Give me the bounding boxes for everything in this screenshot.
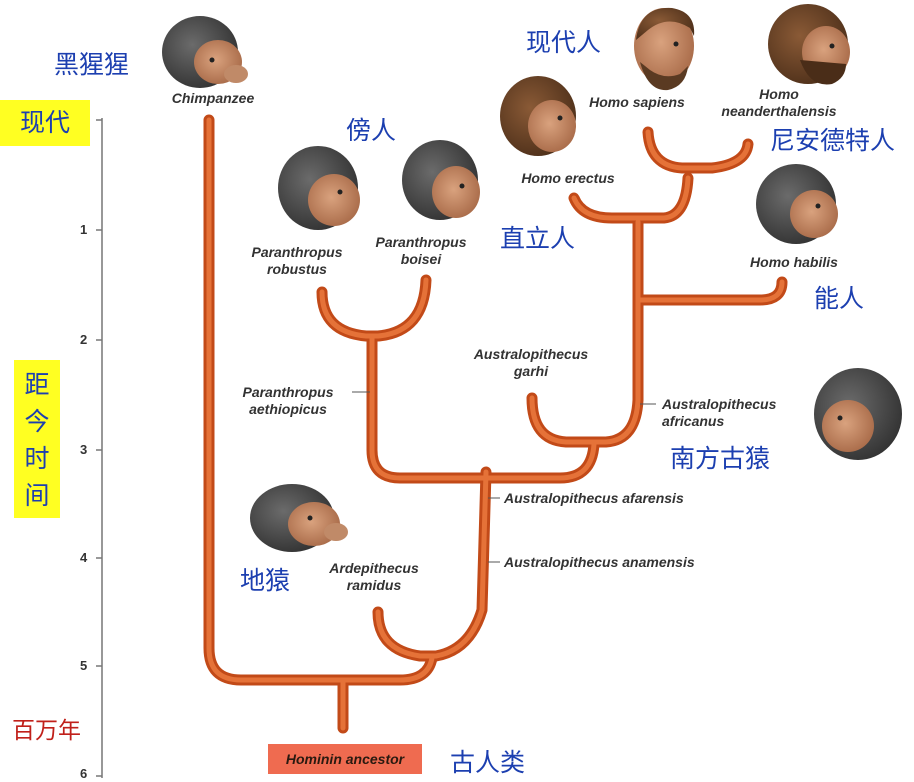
species-name-line: Ardepithecus	[329, 560, 419, 576]
species-name-line: aethiopicus	[249, 401, 327, 417]
paranthropus-boisei-head-icon	[402, 140, 480, 220]
species-label-paranthropus-robustus: Paranthropus robustus	[242, 244, 352, 278]
cn-label-paranthropus: 傍人	[346, 116, 397, 145]
species-label-australopithecus-garhi: Australopithecus garhi	[456, 346, 606, 380]
paranthropus-robustus-head-icon	[278, 146, 360, 230]
time-label-char: 今	[24, 407, 50, 436]
cn-label-modern-human: 现代人	[526, 28, 602, 57]
tick-label: 4	[80, 550, 88, 565]
unit-label: 百万年	[12, 718, 81, 744]
chimpanzee-head-icon	[162, 16, 248, 88]
tick-label: 3	[80, 442, 88, 457]
time-axis	[96, 118, 103, 778]
species-label-homo-erectus: Homo erectus	[521, 170, 615, 186]
species-name-line: Australopithecus	[662, 396, 777, 412]
species-name-line: robustus	[267, 261, 327, 277]
species-name-line: garhi	[513, 363, 549, 379]
species-name-line: Paranthropus	[375, 234, 467, 250]
cn-label-ancestor: 古人类	[450, 748, 526, 777]
tick-label: 6	[80, 766, 88, 781]
time-label-char: 时	[24, 444, 50, 473]
species-name-line: ramidus	[346, 577, 402, 593]
species-label-paranthropus-aethiopicus: Paranthropus aethiopicus	[226, 384, 350, 418]
cn-label-ardipithecus: 地猿	[240, 566, 291, 595]
tick-label: 2	[80, 332, 88, 347]
neanderthal-head-icon	[768, 4, 850, 85]
species-label-neanderthal: Homo neanderthalensis	[712, 86, 846, 120]
species-label-chimpanzee: Chimpanzee	[171, 90, 255, 106]
species-label-homo-sapiens: Homo sapiens	[589, 94, 685, 110]
tick-label: 1	[80, 222, 88, 237]
ardipithecus-head-icon	[250, 484, 348, 552]
homo-habilis-head-icon	[756, 164, 838, 244]
tick-label: 5	[80, 658, 88, 673]
cn-label-australopithecus: 南方古猿	[670, 444, 771, 473]
species-label-australopithecus-africanus: Australopithecus africanus	[662, 396, 776, 430]
species-label-australopithecus-anamensis: Australopithecus anamensis	[504, 554, 695, 570]
species-label-paranthropus-boisei: Paranthropus boisei	[366, 234, 476, 268]
leader-lines	[352, 391, 656, 563]
species-name-line: Paranthropus	[251, 244, 343, 260]
australopithecus-head-icon	[814, 368, 902, 460]
hominin-ancestor-box: Hominin ancestor	[268, 744, 422, 774]
cn-label-homo-erectus: 直立人	[500, 224, 576, 253]
cn-label-chimpanzee: 黑猩猩	[54, 50, 130, 79]
time-label: 距 今 时 间	[14, 360, 60, 518]
cn-label-neanderthal: 尼安德特人	[770, 126, 896, 155]
homo-erectus-head-icon	[500, 76, 576, 156]
time-label-char: 间	[24, 481, 50, 510]
present-label: 现代	[0, 100, 90, 146]
species-label-australopithecus-afarensis: Australopithecus afarensis	[504, 490, 684, 506]
homo-sapiens-head-icon	[634, 7, 695, 91]
species-name-line: africanus	[662, 413, 725, 429]
species-label-ardipithecus: Ardepithecus ramidus	[316, 560, 432, 594]
species-name-line: boisei	[400, 251, 442, 267]
species-name-line: neanderthalensis	[721, 103, 837, 119]
species-name-line: Homo	[759, 86, 799, 102]
cn-label-homo-habilis: 能人	[814, 284, 865, 313]
time-label-char: 距	[24, 370, 50, 399]
species-name-line: Paranthropus	[242, 384, 334, 400]
species-label-homo-habilis: Homo habilis	[750, 254, 838, 270]
species-name-line: Australopithecus	[473, 346, 589, 362]
